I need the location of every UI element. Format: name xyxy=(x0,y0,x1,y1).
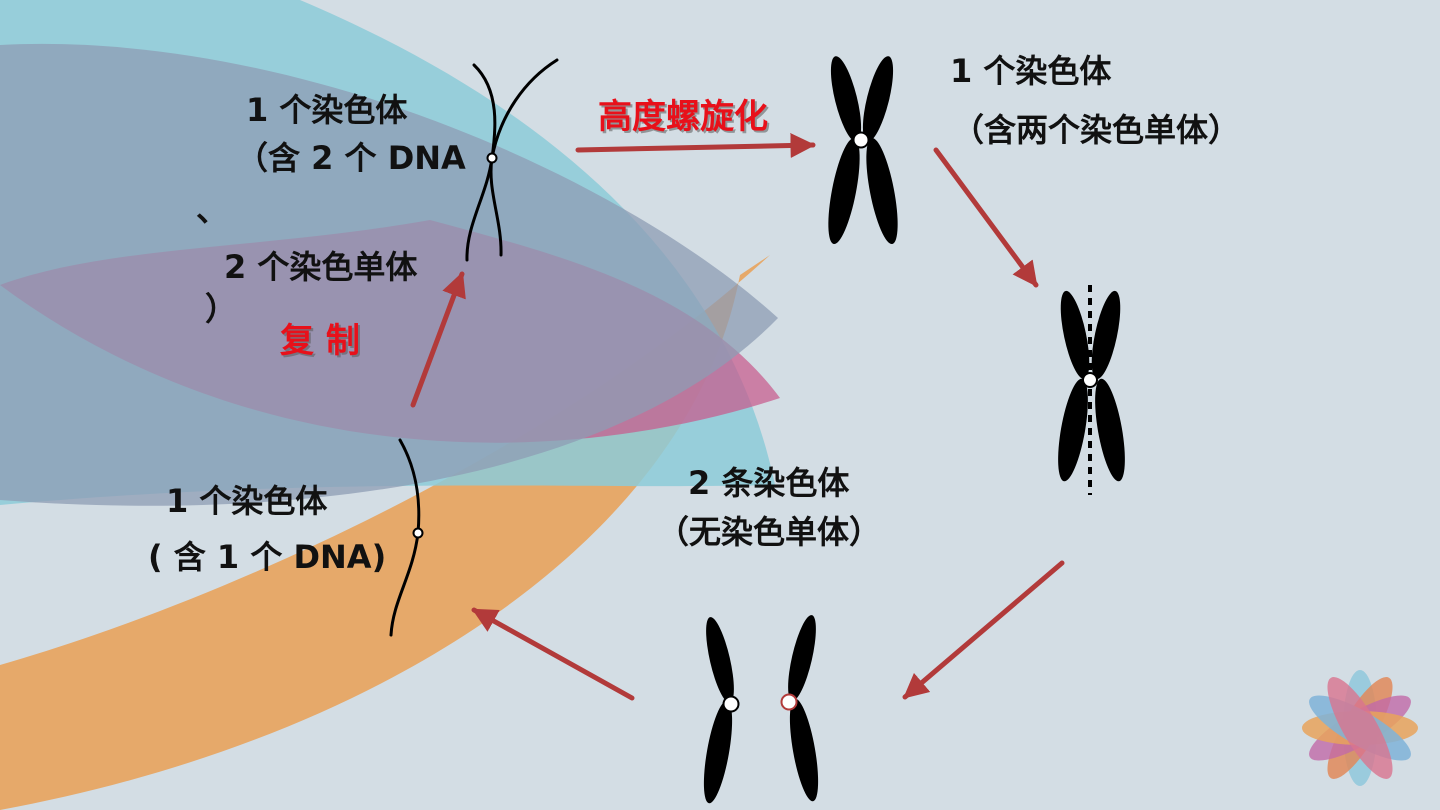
label-separated-title: 2 条染色体 xyxy=(688,464,850,502)
replicated-chromatin xyxy=(465,58,559,262)
label-replicated-chromatids: 2 个染色单体 xyxy=(224,248,418,286)
condensed-chromosome xyxy=(828,56,898,245)
label-single-dna: ( 含 1 个 DNA) xyxy=(148,538,387,576)
arrow-replication xyxy=(410,271,466,408)
label-replication: 复 制 xyxy=(280,321,360,361)
metaphase-chromosome xyxy=(1058,285,1125,495)
single-chromatin xyxy=(389,438,424,637)
label-replicated-dna: （含 2 个 DNA xyxy=(236,139,466,177)
label-replicated-separator: 、 xyxy=(196,191,229,229)
arrow-to-single xyxy=(471,607,635,701)
flower-logo-icon xyxy=(1302,670,1418,786)
separated-chromosomes xyxy=(703,615,819,804)
arrow-condense xyxy=(575,132,816,158)
swoosh-slate xyxy=(0,43,778,506)
label-condensed-detail: （含两个染色单体） xyxy=(952,111,1241,149)
process-arrows xyxy=(410,132,1065,701)
label-condensed-title: 1 个染色体 xyxy=(950,52,1112,90)
label-single-title: 1 个染色体 xyxy=(166,482,328,520)
arrow-to-separation xyxy=(902,560,1065,700)
label-separated-detail: （无染色单体） xyxy=(657,513,882,551)
background-swooshes xyxy=(0,0,780,810)
label-replicated-title: 1 个染色体 xyxy=(246,91,408,129)
label-condensation: 高度螺旋化 xyxy=(598,97,768,137)
label-replicated-close: ） xyxy=(205,290,238,328)
swoosh-orange xyxy=(0,255,770,810)
arrow-to-metaphase xyxy=(933,147,1039,288)
